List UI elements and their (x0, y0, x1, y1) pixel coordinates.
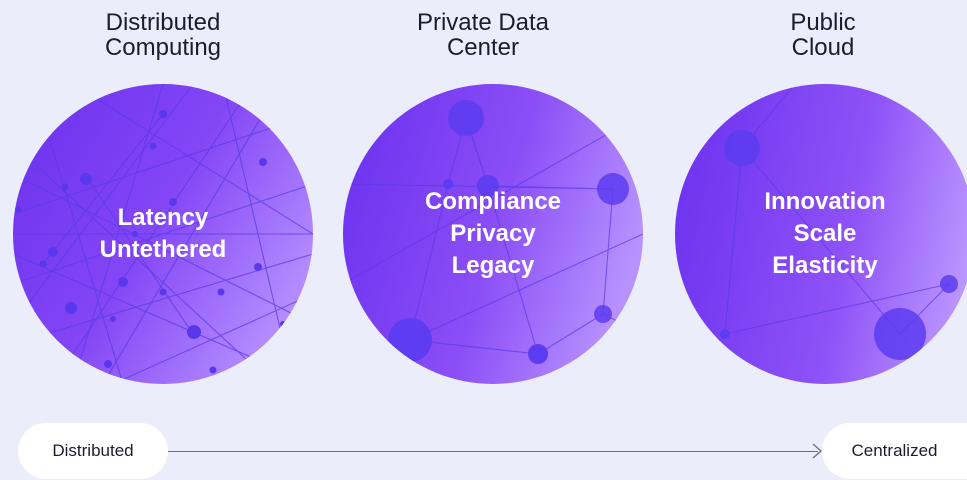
network-graphic (13, 84, 313, 384)
network-graphic (343, 84, 643, 384)
column-title-public-cloud: Public Cloud (713, 10, 933, 60)
axis-label-text: Centralized (851, 441, 938, 460)
arrow-right-icon (812, 443, 822, 459)
network-graphic (675, 84, 967, 384)
title-line: Public (790, 9, 856, 36)
title-line: Distributed (105, 9, 221, 36)
circle-public-cloud: Innovation Scale Elasticity (675, 84, 967, 384)
circle-private-data-center: Compliance Privacy Legacy (343, 84, 643, 384)
title-line: Cloud (791, 34, 855, 61)
spectrum-axis-line (168, 451, 818, 452)
title-line: Computing (104, 34, 222, 61)
axis-label-text: Distributed (52, 441, 134, 460)
axis-label-centralized: Centralized (822, 423, 967, 479)
column-title-private-data-center: Private Data Center (373, 10, 593, 60)
column-title-distributed-computing: Distributed Computing (53, 10, 273, 60)
circle-distributed-computing: Latency Untethered (13, 84, 313, 384)
title-line: Private Data (416, 9, 550, 36)
title-line: Center (446, 34, 520, 61)
axis-label-distributed: Distributed (18, 423, 168, 479)
